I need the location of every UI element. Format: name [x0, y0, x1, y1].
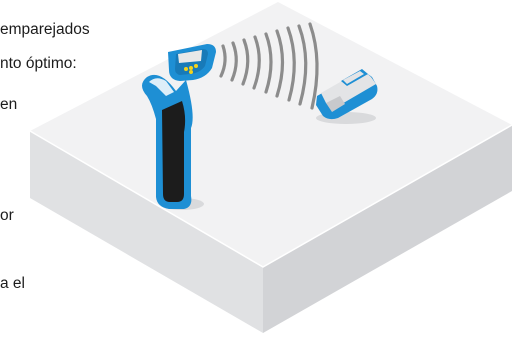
locator-illustration	[0, 0, 519, 339]
